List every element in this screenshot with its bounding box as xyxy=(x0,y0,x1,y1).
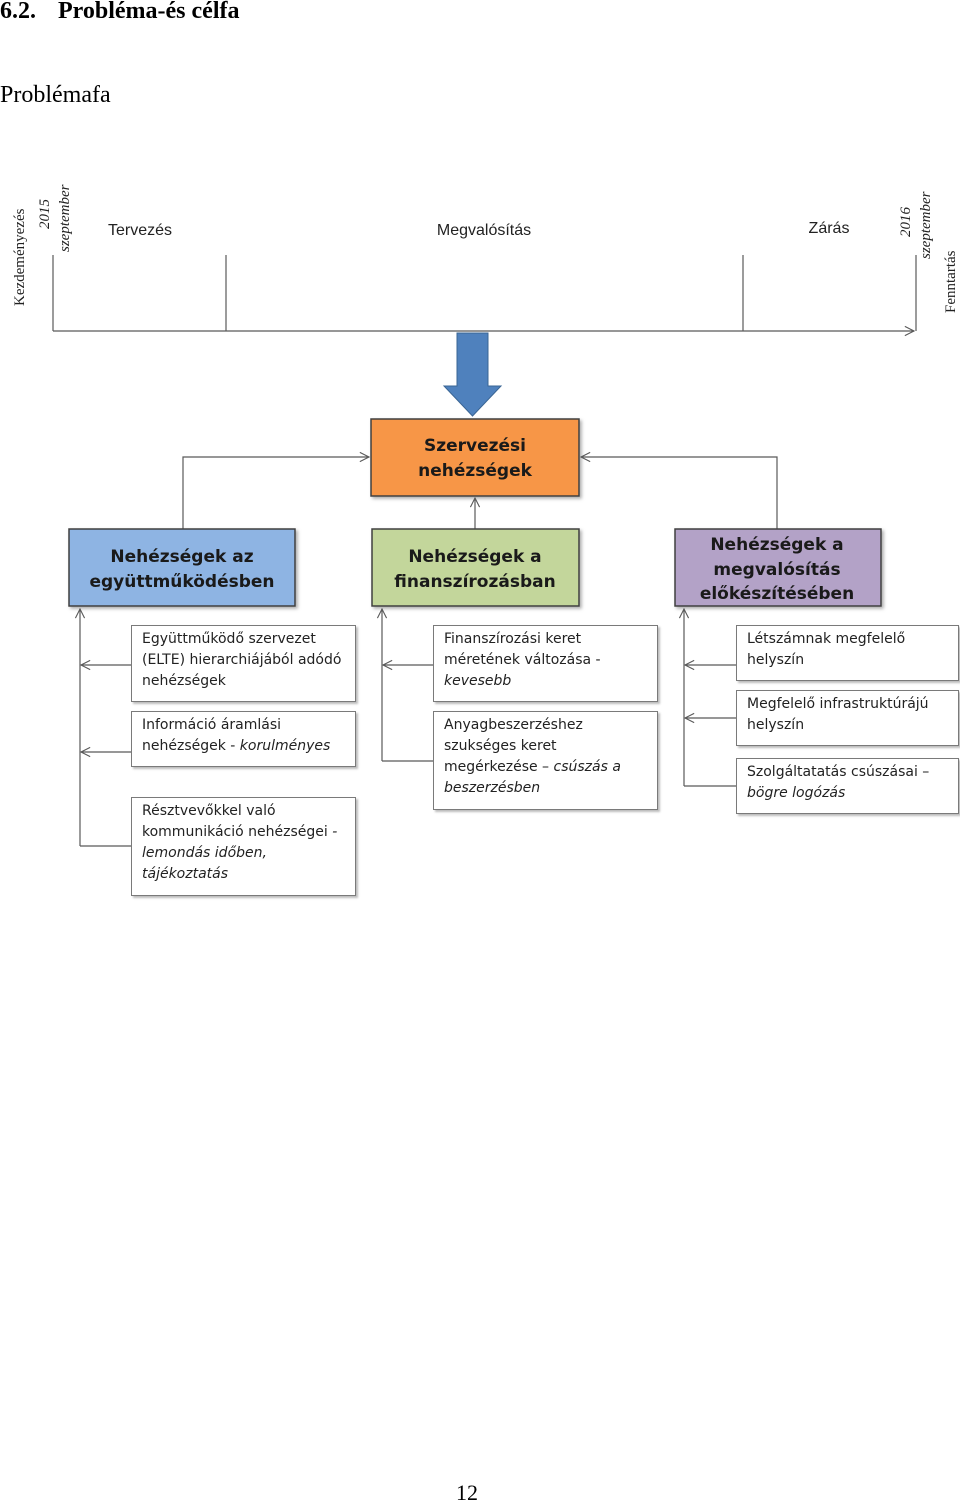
root-node-box xyxy=(370,418,580,497)
branch-financing-title-line-1: Nehézségek a xyxy=(408,547,541,567)
preparation-item-venue-infrastructure: Megfelelő infrastruktúrájú helyszín xyxy=(736,690,959,746)
root-node-title-line-2: nehézségek xyxy=(418,461,533,481)
section-title: Probléma-és célfa xyxy=(58,0,240,24)
branch-preparation-title-line-3: előkészítésében xyxy=(700,584,854,604)
item-text: Anyagbeszerzéshez szukséges keret megérk… xyxy=(444,717,583,775)
timeline-end-year: 2016 xyxy=(898,207,914,238)
timeline: Tervezés Megvalósítás Zárás Kezdeményezé… xyxy=(12,184,959,331)
connector-preparation-to-root xyxy=(581,457,778,529)
item-text-italic: korulményes xyxy=(239,738,331,754)
branch-cooperation-title-line-1: Nehézségek az xyxy=(110,547,253,567)
item-text: Szolgáltatatás csúszásai – xyxy=(747,764,930,780)
connector-cooperation-to-root xyxy=(182,457,369,529)
timeline-end-label: Fenntartás xyxy=(943,250,959,313)
branch-financing-title-line-2: finanszírozásban xyxy=(394,572,555,592)
branch-cooperation-title-line-2: együttműködésben xyxy=(89,572,274,592)
cooperation-item-communication: Résztvevőkkel való kommunikáció nehézség… xyxy=(131,797,356,896)
timeline-start-year: 2015 xyxy=(37,199,53,230)
item-text: Információ áramlási nehézségek - xyxy=(142,717,282,754)
timeline-start-label: Kezdeményezés xyxy=(12,208,28,306)
item-text-italic: kevesebb xyxy=(444,673,512,689)
root-node: Szervezési nehézségek xyxy=(370,418,580,497)
root-node-title-line-1: Szervezési xyxy=(424,436,526,456)
item-text-italic: -lemondás időben, tájékoztatás xyxy=(142,824,338,882)
branch-node-preparation: Nehézségek a megvalósítás előkészítésébe… xyxy=(674,528,882,607)
branch-preparation-title-line-2: megvalósítás xyxy=(713,560,840,580)
branch-connectors xyxy=(182,457,778,529)
financing-item-procurement: Anyagbeszerzéshez szukséges keret megérk… xyxy=(433,711,658,810)
section-heading: 6.2. Probléma-és célfa xyxy=(0,0,240,25)
subheading: Problémafa xyxy=(0,82,111,108)
item-text: Létszámnak megfelelő helyszín xyxy=(747,631,906,668)
cooperation-item-hierarchy: Együttműködő szervezet (ELTE) hierarchiá… xyxy=(131,625,356,702)
branch-node-cooperation: Nehézségek az együttműködésben xyxy=(68,528,296,607)
item-text-italic: csúszás a beszerzésben xyxy=(444,759,621,796)
item-text: Együttműködő szervezet (ELTE) hierarchiá… xyxy=(142,631,342,689)
branch-preparation-title-line-1: Nehézségek a xyxy=(710,535,843,555)
branch-node-cooperation-box xyxy=(68,528,296,607)
item-text-italic: bögre logózás xyxy=(747,785,846,801)
down-arrow-icon xyxy=(442,332,503,417)
timeline-start-month: szeptember xyxy=(57,184,73,252)
timeline-end-month: szeptember xyxy=(918,191,934,259)
item-text: Finanszírozási keret méretének változása… xyxy=(444,631,601,668)
phase-label-implementation: Megvalósítás xyxy=(437,222,531,239)
preparation-item-service-delays: Szolgáltatatás csúszásai – bögre logózás xyxy=(736,758,959,814)
section-number: 6.2. xyxy=(0,0,36,24)
cooperation-item-information-flow: Információ áramlási nehézségek - korulmé… xyxy=(131,711,356,767)
preparation-item-venue-size: Létszámnak megfelelő helyszín xyxy=(736,625,959,681)
branch-node-financing-box xyxy=(371,528,580,607)
item-connectors xyxy=(80,609,736,847)
page-number: 12 xyxy=(456,1480,478,1505)
financing-item-budget-change: Finanszírozási keret méretének változása… xyxy=(433,625,658,702)
phase-label-planning: Tervezés xyxy=(108,222,172,239)
item-text: Megfelelő infrastruktúrájú helyszín xyxy=(747,696,929,733)
branch-node-preparation-box xyxy=(674,528,882,607)
branch-node-financing: Nehézségek a finanszírozásban xyxy=(371,528,580,607)
phase-label-closing: Zárás xyxy=(809,220,850,237)
item-text: Résztvevőkkel való kommunikáció nehézség… xyxy=(142,803,333,840)
